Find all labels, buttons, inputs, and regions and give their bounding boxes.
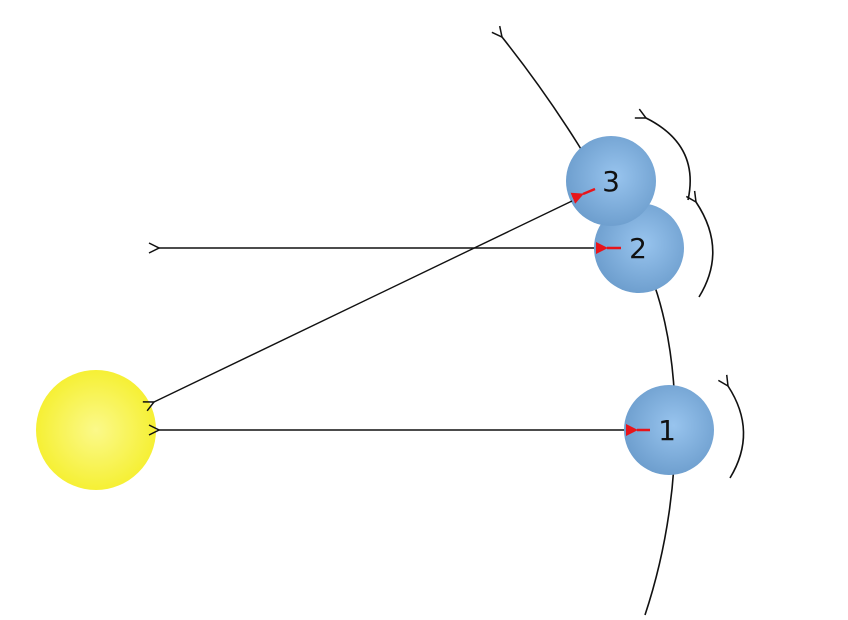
sun-direction-arrow-3 (154, 200, 573, 402)
rotation-arrow-2 (696, 202, 714, 298)
planet-label-1: 1 (658, 414, 676, 447)
planet-1: 1 (624, 385, 714, 475)
rotation-arrow-1 (728, 386, 745, 479)
planet-3: 3 (566, 136, 656, 226)
red-arrow-3 (570, 187, 596, 204)
planet-label-2: 2 (629, 232, 647, 265)
rotation-arrow-3 (646, 118, 691, 201)
sun (36, 370, 156, 490)
planet-label-3: 3 (602, 165, 620, 198)
orbit-path (502, 37, 677, 616)
